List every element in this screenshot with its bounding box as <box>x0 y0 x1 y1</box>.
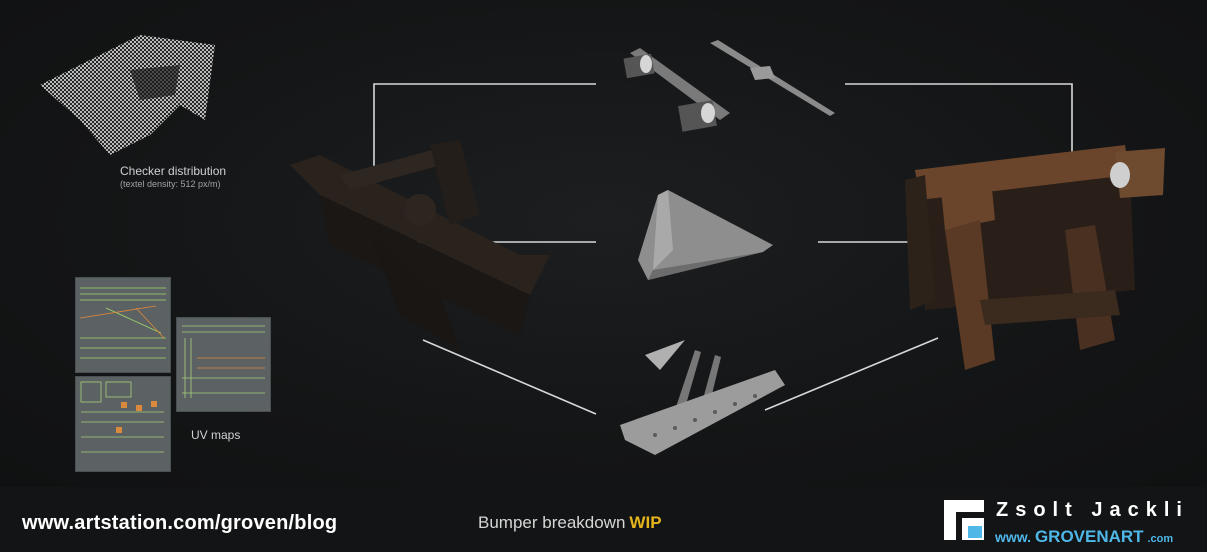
connector-bottom-left <box>422 339 597 415</box>
connector-top-left <box>373 83 596 170</box>
title-main: Bumper breakdown <box>478 513 626 532</box>
author-site-main: GROVENART <box>1034 527 1144 546</box>
breakdown-canvas: Checker distribution (textel density: 51… <box>0 0 1207 487</box>
uv-map-1 <box>75 277 171 373</box>
bumper-part-plate <box>638 190 773 280</box>
checker-subcaption: (textel density: 512 px/m) <box>120 179 221 189</box>
author-logo-icon <box>942 498 986 542</box>
connector-top-right <box>845 83 1073 170</box>
footer-bar <box>0 487 1207 552</box>
checker-model-image <box>40 35 215 155</box>
bumper-part-lower <box>620 340 785 455</box>
bumper-model-right <box>905 145 1165 370</box>
uv-caption: UV maps <box>191 428 241 442</box>
artstation-url: www.artstation.com/groven/blog <box>22 512 338 534</box>
checker-caption: Checker distribution <box>120 164 227 178</box>
author-website: www. GROVENART .com <box>995 527 1173 547</box>
title-wip-tag: WIP <box>629 513 662 532</box>
author-name: Zsolt Jackli <box>996 499 1189 521</box>
author-site-prefix: www. <box>995 529 1032 545</box>
uv-map-3 <box>75 376 171 472</box>
bumper-model-left <box>290 140 550 350</box>
bumper-part-rails <box>623 40 835 132</box>
uv-map-2 <box>176 317 271 412</box>
connector-bottom-right <box>764 337 939 411</box>
author-site-suffix: .com <box>1147 533 1174 545</box>
